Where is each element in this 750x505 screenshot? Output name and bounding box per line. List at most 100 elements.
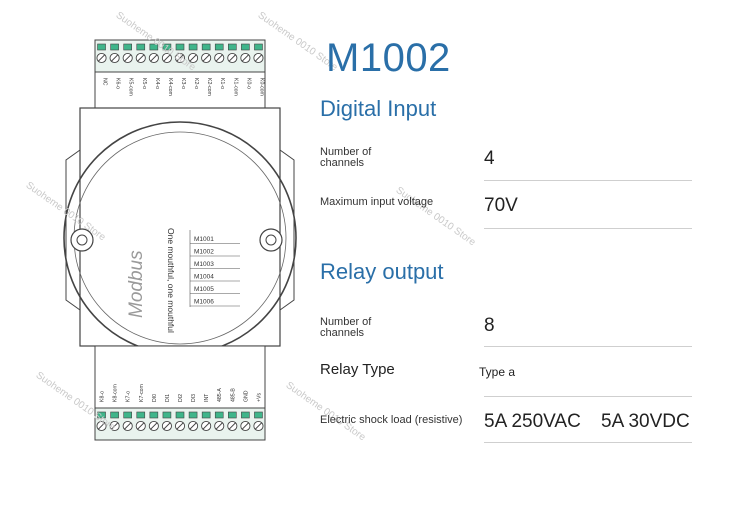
- screw-slot: [124, 422, 132, 430]
- ro-load-value-ac: 5A 250VAC: [484, 411, 581, 432]
- terminal-label: K7-com: [139, 384, 145, 402]
- terminal-label: K8-o: [100, 391, 106, 402]
- right-flange: [279, 149, 295, 311]
- terminal-tab: [241, 411, 250, 419]
- terminal-label: +Vs: [256, 393, 262, 402]
- terminal-label: 485-A: [217, 388, 223, 402]
- screw-slot: [202, 422, 210, 430]
- terminal-tab: [162, 43, 172, 51]
- model-title: M1002: [326, 36, 451, 80]
- terminal-label: K3-o: [180, 78, 186, 89]
- terminal-label: K6-o: [115, 78, 121, 89]
- terminal-tab: [110, 411, 119, 419]
- terminal-tab: [228, 411, 237, 419]
- terminal-tab: [175, 43, 185, 51]
- terminal-label: K5-com: [128, 78, 134, 96]
- terminal-tab: [214, 411, 224, 419]
- device-body: [79, 107, 281, 347]
- terminal-label: DI3: [191, 394, 197, 402]
- screw-slot: [228, 54, 236, 62]
- terminal-tab: [110, 43, 119, 51]
- terminal-label: K0-com: [258, 78, 264, 96]
- screw-slot: [150, 54, 158, 62]
- screw-slot: [255, 54, 262, 62]
- screw-slot: [176, 54, 184, 62]
- terminal-label: K2-o: [193, 78, 199, 89]
- terminal-tab: [175, 411, 185, 419]
- screw-slot: [215, 54, 223, 62]
- screw-slot: [111, 54, 118, 62]
- terminal-label: K1-o: [219, 78, 225, 89]
- ro-load-label: Electric shock load (resistive): [320, 414, 463, 426]
- di-channels-value: 4: [484, 148, 495, 169]
- divider: [484, 346, 692, 347]
- terminal-tab: [214, 43, 224, 51]
- terminal-tab: [123, 411, 132, 419]
- brand-text: Modbus: [126, 250, 147, 318]
- terminal-label: K1-com: [232, 78, 238, 96]
- ro-load-value-dc: 5A 30VDC: [601, 411, 690, 432]
- screw-slot: [242, 54, 249, 62]
- terminal-label: K2-com: [206, 78, 212, 96]
- terminal-tab: [136, 411, 146, 419]
- terminal-tab: [123, 43, 132, 51]
- ro-relay-type-label: Relay Type: [320, 361, 395, 378]
- digital-input-heading: Digital Input: [320, 96, 437, 121]
- ro-channels-label-line2: channels: [320, 327, 365, 339]
- divider: [484, 228, 692, 229]
- top-label-strip: [94, 71, 266, 109]
- screw-slot: [111, 422, 118, 430]
- screw-slot: [189, 54, 197, 62]
- screw-slot: [163, 422, 171, 430]
- di-max-voltage-label: Maximum input voltage: [320, 196, 434, 208]
- model-table-entry: M1006: [194, 299, 214, 306]
- terminal-tab: [254, 43, 263, 51]
- screw-slot: [98, 54, 105, 62]
- bottom-terminal-screws: [96, 411, 264, 432]
- terminal-tab: [136, 43, 146, 51]
- terminal-label: NC: [102, 78, 108, 86]
- screw-slot: [215, 422, 223, 430]
- terminal-tab: [228, 43, 237, 51]
- top-terminal-labels: NC K6-o K5-com K5-o K4-o K4-com K3-o K2-o K2-com…: [102, 78, 265, 96]
- divider: [484, 180, 692, 181]
- screw-slot: [163, 54, 171, 62]
- screw-slot: [150, 422, 158, 430]
- terminal-label: K5-o: [141, 78, 147, 89]
- screw-slot: [189, 422, 197, 430]
- terminal-label: DI2: [178, 394, 184, 402]
- terminal-tab: [188, 411, 198, 419]
- terminal-label: GND: [243, 390, 249, 402]
- left-mount-hole-inner: [76, 234, 88, 246]
- screw-slot: [124, 54, 132, 62]
- terminal-tab: [241, 43, 250, 51]
- terminal-label: K0-o: [245, 78, 251, 89]
- terminal-tab: [254, 411, 263, 419]
- terminal-label: K7-o: [126, 391, 132, 402]
- divider: [484, 442, 692, 443]
- di-channels-label-line2: channels: [320, 157, 365, 169]
- terminal-label: INT: [204, 393, 210, 402]
- terminal-tab: [201, 43, 211, 51]
- relay-output-heading: Relay output: [320, 259, 444, 284]
- model-table-entry: M1002: [194, 249, 214, 256]
- screw-slot: [228, 422, 236, 430]
- terminal-label: K4-o: [154, 78, 160, 89]
- terminal-label: K8-com: [113, 384, 119, 402]
- terminal-tab: [97, 43, 106, 51]
- model-table-entry: M1003: [194, 261, 214, 268]
- screw-slot: [98, 422, 105, 430]
- terminal-label: K4-com: [167, 78, 173, 96]
- terminal-tab: [149, 411, 159, 419]
- di-max-voltage-value: 70V: [484, 195, 518, 216]
- terminal-tab: [201, 411, 211, 419]
- terminal-tab: [149, 43, 159, 51]
- ro-channels-value: 8: [484, 315, 495, 336]
- left-flange: [65, 149, 81, 311]
- terminal-label: 485-B: [230, 388, 236, 402]
- terminal-tab: [97, 411, 106, 419]
- model-table-entry: M1004: [194, 274, 214, 281]
- spec-panel: M1002 Digital Input Number of channels 4…: [310, 0, 750, 500]
